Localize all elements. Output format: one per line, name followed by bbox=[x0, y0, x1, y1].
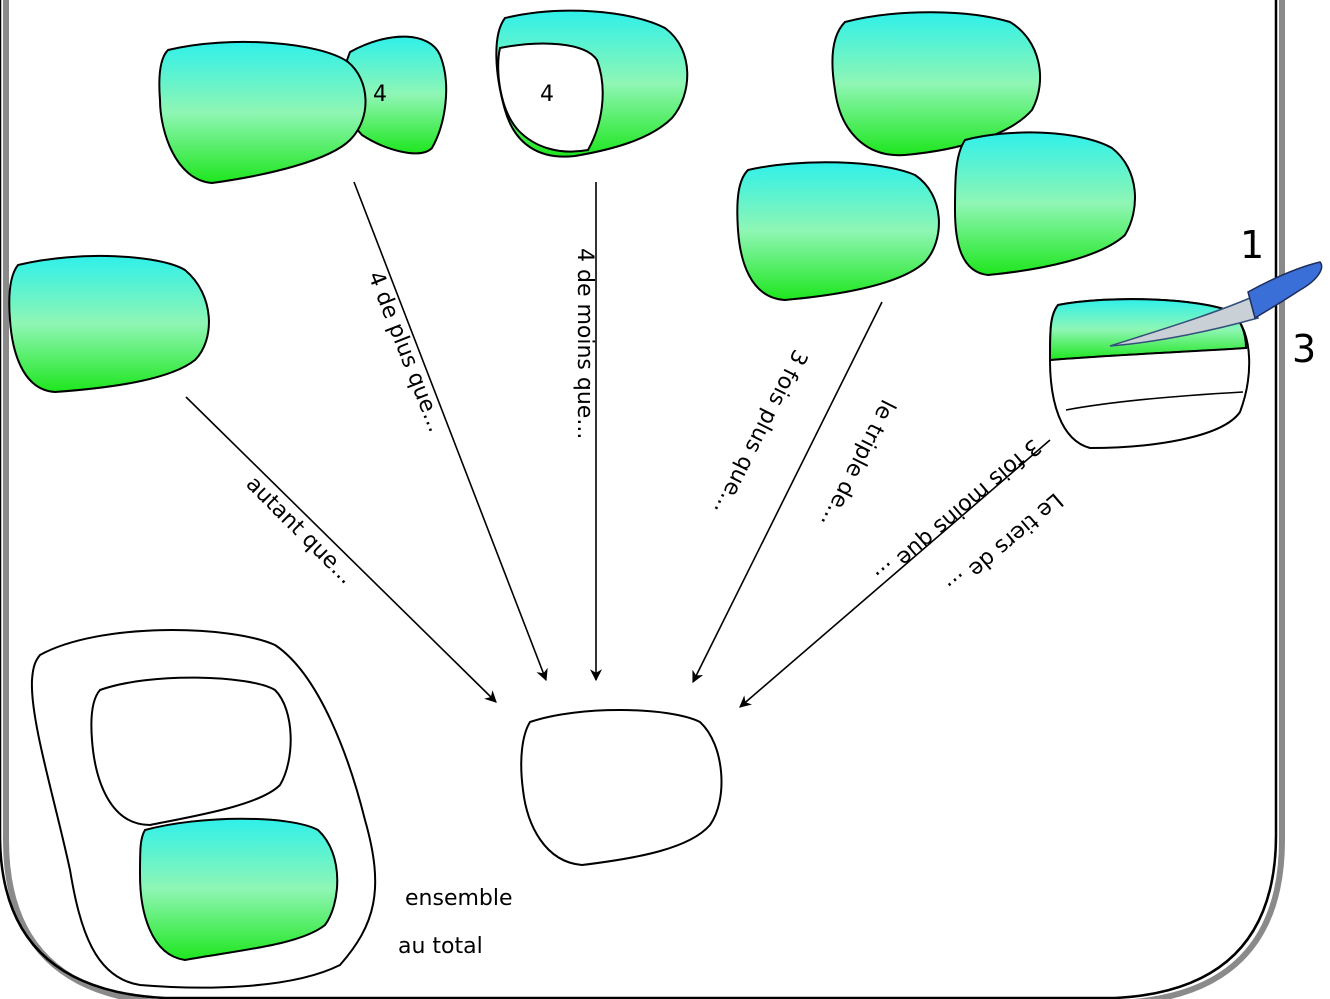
cut-line-upper bbox=[1049, 347, 1247, 361]
blob-total-colored bbox=[138, 817, 339, 962]
ensemble-label: ensemble bbox=[405, 886, 513, 911]
frame bbox=[0, 0, 1278, 999]
label-autant: autant que... bbox=[241, 472, 359, 590]
blob-triple-left bbox=[736, 161, 940, 302]
blob-four-more-base bbox=[158, 40, 367, 185]
group-third: 1 3 bbox=[1048, 223, 1323, 450]
label-four-more: 4 de plus que... bbox=[362, 268, 448, 436]
blob-target bbox=[520, 709, 723, 867]
label-three-times-more: 3 fois plus que... bbox=[708, 345, 812, 519]
blob-triple-top bbox=[831, 11, 1042, 157]
frame-shadow bbox=[3, 0, 1285, 999]
knife-handle bbox=[1247, 261, 1323, 320]
fraction-denominator: 3 bbox=[1292, 327, 1316, 371]
cut-line-lower bbox=[1065, 391, 1244, 411]
four-less-badge: 4 bbox=[540, 82, 554, 107]
blob-four-less-removed bbox=[497, 42, 604, 153]
arrow-third bbox=[739, 439, 1051, 708]
group-four-less: 4 bbox=[495, 9, 689, 158]
knife-icon bbox=[1109, 261, 1323, 347]
blob-triple-right bbox=[953, 131, 1136, 277]
label-three-times-less: 3 fois moins que ... bbox=[870, 433, 1045, 589]
four-more-badge: 4 bbox=[373, 82, 387, 107]
blob-same bbox=[8, 254, 210, 394]
arrow-same bbox=[185, 396, 497, 703]
label-triple: le triple de... bbox=[815, 395, 900, 531]
label-four-less: 4 de moins que... bbox=[572, 248, 597, 439]
group-total: ensemble au total bbox=[30, 629, 513, 989]
group-four-more: 4 bbox=[158, 35, 448, 185]
group-three-times-more bbox=[736, 11, 1136, 302]
arrow-three-times bbox=[692, 301, 883, 684]
au-total-label: au total bbox=[398, 934, 483, 959]
arrow-four-more bbox=[353, 181, 548, 682]
blob-total-empty bbox=[90, 676, 292, 827]
fraction-numerator: 1 bbox=[1240, 223, 1264, 267]
